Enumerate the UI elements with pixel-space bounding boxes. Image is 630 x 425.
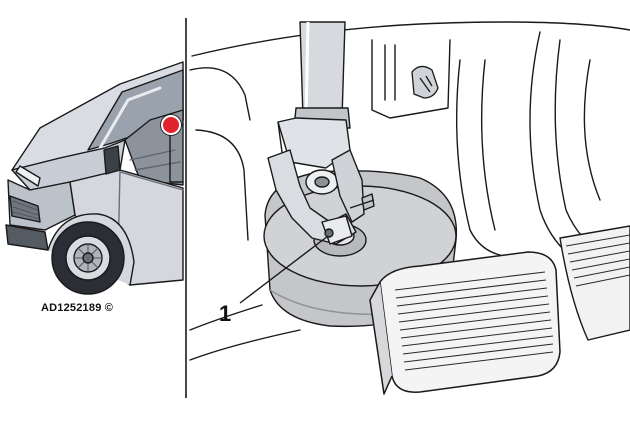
pedal-grip-lines xyxy=(394,271,554,371)
location-marker-icon xyxy=(160,114,182,136)
steering-column-assembly xyxy=(267,21,375,245)
accelerator-pedal xyxy=(559,225,630,341)
callout-leader-line xyxy=(239,235,329,304)
reference-code-label: AD1252189 © xyxy=(41,302,114,314)
wiring-clip xyxy=(411,65,439,99)
footwell-detail xyxy=(189,21,630,361)
callout-number-1: 1 xyxy=(219,301,232,326)
vehicle-thumbnail xyxy=(5,61,184,295)
brake-pedal xyxy=(369,251,561,395)
